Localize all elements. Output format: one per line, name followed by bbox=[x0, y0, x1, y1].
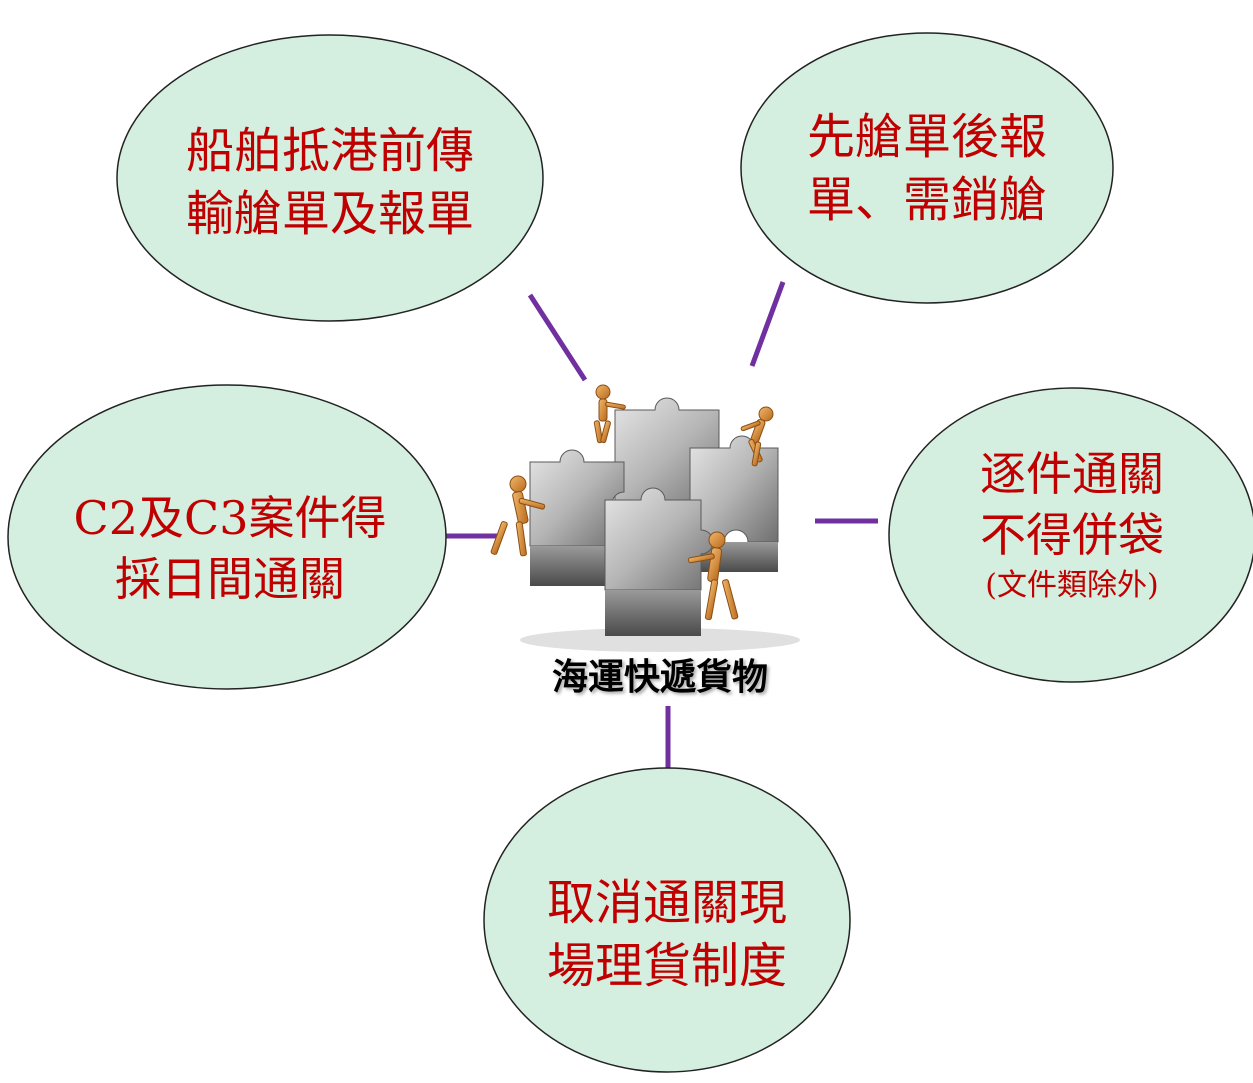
bubble-bottom bbox=[483, 767, 851, 1073]
bubble-text-bottom: 取消通關現 場理貨制度 bbox=[497, 872, 837, 999]
bubble-line: (文件類除外) bbox=[985, 568, 1159, 604]
bubble-line: 採日間通關 bbox=[115, 551, 345, 606]
bubble-text-top-right: 先艙單後報 單、需銷艙 bbox=[760, 106, 1094, 233]
bubble-line: 場理貨制度 bbox=[546, 938, 787, 995]
bubble-line: C2及C3案件得 bbox=[73, 491, 387, 545]
connector-top-left bbox=[527, 293, 588, 382]
wooden-figure-icon bbox=[490, 475, 546, 557]
bubble-text-mid-left: C2及C3案件得 採日間通關 bbox=[30, 488, 430, 609]
wooden-figure-icon bbox=[687, 531, 739, 621]
bubble-line: 船舶抵港前傳 bbox=[185, 123, 474, 179]
wooden-figure-icon bbox=[593, 384, 626, 444]
connector-top-right bbox=[749, 281, 786, 367]
bubbles bbox=[7, 32, 1253, 1073]
bubble-line: 輸艙單及報單 bbox=[185, 186, 474, 243]
bubble-line: 不得併袋 bbox=[980, 507, 1164, 562]
bubble-top-right bbox=[740, 32, 1114, 304]
bubble-mid-right bbox=[888, 387, 1253, 683]
bubble-top-left bbox=[116, 34, 544, 322]
bubble-line: 取消通關現 bbox=[546, 875, 787, 931]
bubble-mid-left bbox=[7, 384, 447, 690]
puzzle-illustration bbox=[490, 384, 800, 652]
bubble-text-mid-right: 逐件通關 不得併袋 (文件類除外) bbox=[910, 444, 1234, 607]
connectors bbox=[446, 281, 878, 774]
center-label: 海運快遞貨物 bbox=[551, 656, 768, 698]
bubble-text-top-left: 船舶抵港前傳 輸艙單及報單 bbox=[130, 120, 530, 247]
bubble-line: 先艙單後報 bbox=[806, 109, 1047, 165]
bubble-line: 逐件通關 bbox=[980, 447, 1164, 501]
bubble-line: 單、需銷艙 bbox=[806, 172, 1047, 229]
wooden-figure-icon bbox=[740, 406, 774, 467]
